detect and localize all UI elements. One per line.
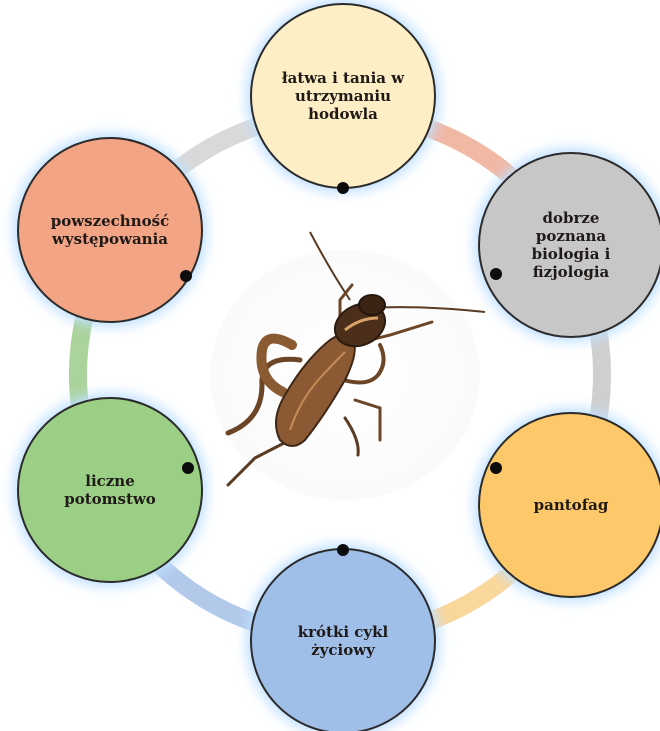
connector-dot: [337, 182, 349, 194]
node-label-line: łatwa i tania w: [282, 69, 405, 87]
node-label-line: liczne: [85, 472, 135, 490]
node-label-line: fizjologia: [533, 263, 610, 281]
node-label-line: potomstwo: [64, 490, 156, 508]
node-label-line: poznana: [536, 227, 607, 245]
cricket-illustration: [210, 232, 485, 500]
node-label-line: występowania: [51, 230, 168, 248]
node-label: pantofag: [534, 496, 609, 514]
node-label-line: powszechność: [51, 212, 169, 230]
node-label-line: hodowla: [308, 105, 378, 123]
node-label-line: krótki cykl: [298, 623, 389, 641]
connector-dot: [490, 268, 502, 280]
node-label-line: utrzymaniu: [295, 87, 391, 105]
node-label-line: dobrze: [543, 209, 600, 227]
connector-dot: [490, 462, 502, 474]
node-lower-right: pantofag: [474, 408, 660, 602]
node-label-line: życiowy: [311, 641, 376, 659]
connector-dot: [180, 270, 192, 282]
connector-dot: [337, 544, 349, 556]
connector-dot: [182, 462, 194, 474]
node-label-line: pantofag: [534, 496, 609, 514]
node-label-line: biologia i: [532, 245, 611, 263]
